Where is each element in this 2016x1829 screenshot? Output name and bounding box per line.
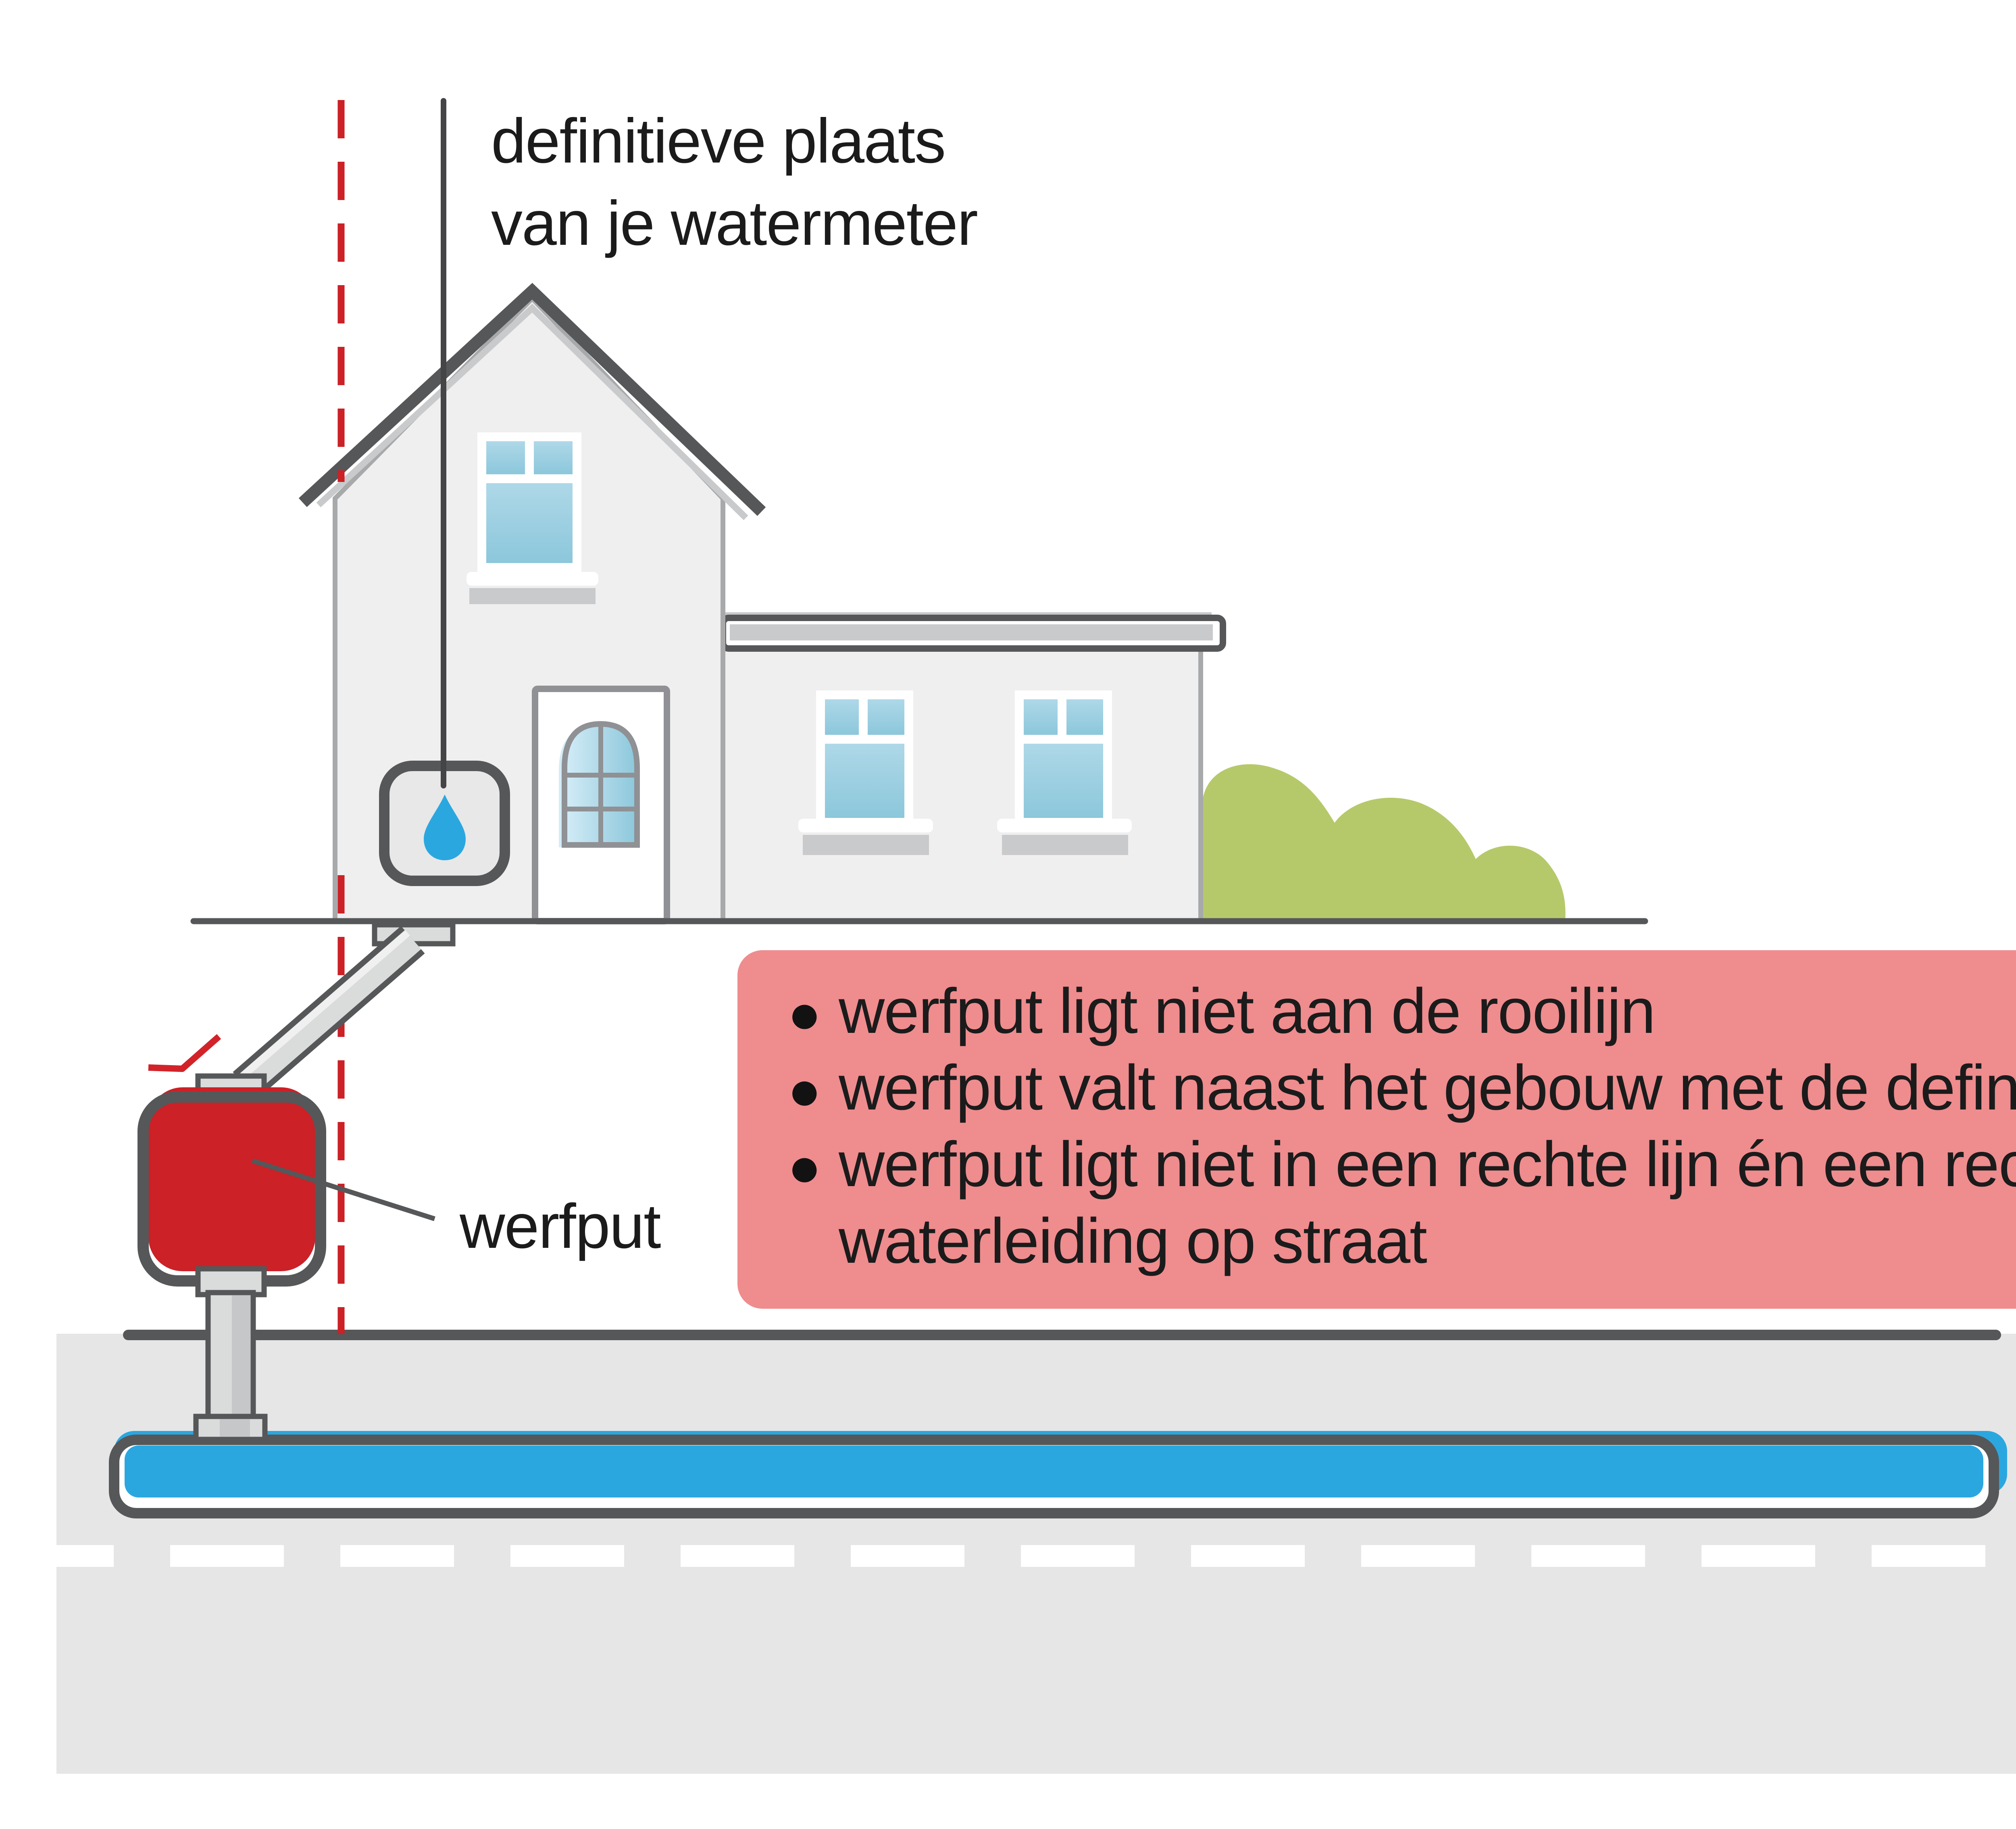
meter-label-line2: van je watermeter — [491, 188, 978, 259]
extension-window-1 — [798, 690, 933, 855]
extension-window-2 — [997, 690, 1132, 855]
upper-window — [467, 432, 598, 604]
water-drop-icon — [424, 795, 466, 860]
window-pane — [486, 483, 573, 563]
front-door — [532, 686, 670, 924]
house-main — [298, 283, 766, 924]
wrong-angle-icon — [148, 1034, 221, 1072]
window-pane — [1024, 699, 1058, 735]
roof — [298, 283, 766, 516]
window-sill — [798, 819, 933, 832]
bullet-icon: ● — [787, 1135, 822, 1198]
pipe-collar-shade — [220, 1419, 250, 1437]
meter-label: definitieve plaats van je watermeter — [491, 100, 978, 265]
bush — [1202, 764, 1566, 921]
vertical-pipe — [193, 1266, 268, 1442]
window-pane — [825, 699, 859, 735]
window-pane — [868, 699, 904, 735]
bullet-icon: ● — [787, 982, 822, 1045]
window-pane — [825, 744, 904, 818]
window-sill-shadow — [1002, 835, 1128, 855]
warning-text: waterleiding op straat — [839, 1205, 1427, 1276]
warning-line-continuation: waterleiding op straat — [787, 1203, 2016, 1279]
window-sill-shadow — [803, 835, 929, 855]
house-extension — [720, 612, 1226, 924]
werfput-leader-line — [252, 1158, 435, 1221]
warning-text: werfput valt naast het gebouw met de def… — [839, 1052, 2016, 1123]
window-sill — [467, 572, 598, 586]
roof-shadow — [316, 303, 748, 520]
window-sill-shadow — [469, 588, 596, 604]
warning-line: ● werfput valt naast het gebouw met de d… — [787, 1049, 2016, 1126]
extension-wall — [721, 646, 1203, 924]
diagonal-pipe — [236, 930, 421, 1095]
werfput-label: werfput — [460, 1191, 661, 1262]
water-meter — [379, 98, 510, 886]
warning-text: werfput ligt niet in een rechte lijn én … — [839, 1129, 2016, 1200]
diagonal-pipe-highlight — [238, 930, 410, 1081]
warning-line: ● werfput ligt niet in een rechte lijn é… — [787, 1126, 2016, 1203]
water-main — [109, 1431, 2007, 1518]
window-pane — [534, 441, 573, 474]
vertical-pipe-shade — [232, 1295, 250, 1423]
werfput-body — [148, 1087, 315, 1271]
warning-box: ● werfput ligt niet aan de rooilijn ● we… — [737, 950, 2016, 1309]
meter-label-line1: definitieve plaats — [491, 106, 946, 176]
water-main-fill — [125, 1445, 1983, 1497]
flat-roof-fascia-stripe — [730, 624, 1213, 640]
window-pane — [1066, 699, 1103, 735]
werfput — [137, 1087, 326, 1287]
window-pane — [486, 441, 525, 474]
warning-text: werfput ligt niet aan de rooilijn — [839, 976, 1656, 1047]
service-pipes — [148, 922, 456, 1102]
window-pane — [1024, 744, 1103, 818]
warning-line: ● werfput ligt niet aan de rooilijn — [787, 973, 2016, 1049]
bullet-icon: ● — [787, 1058, 822, 1122]
window-sill — [997, 819, 1132, 832]
